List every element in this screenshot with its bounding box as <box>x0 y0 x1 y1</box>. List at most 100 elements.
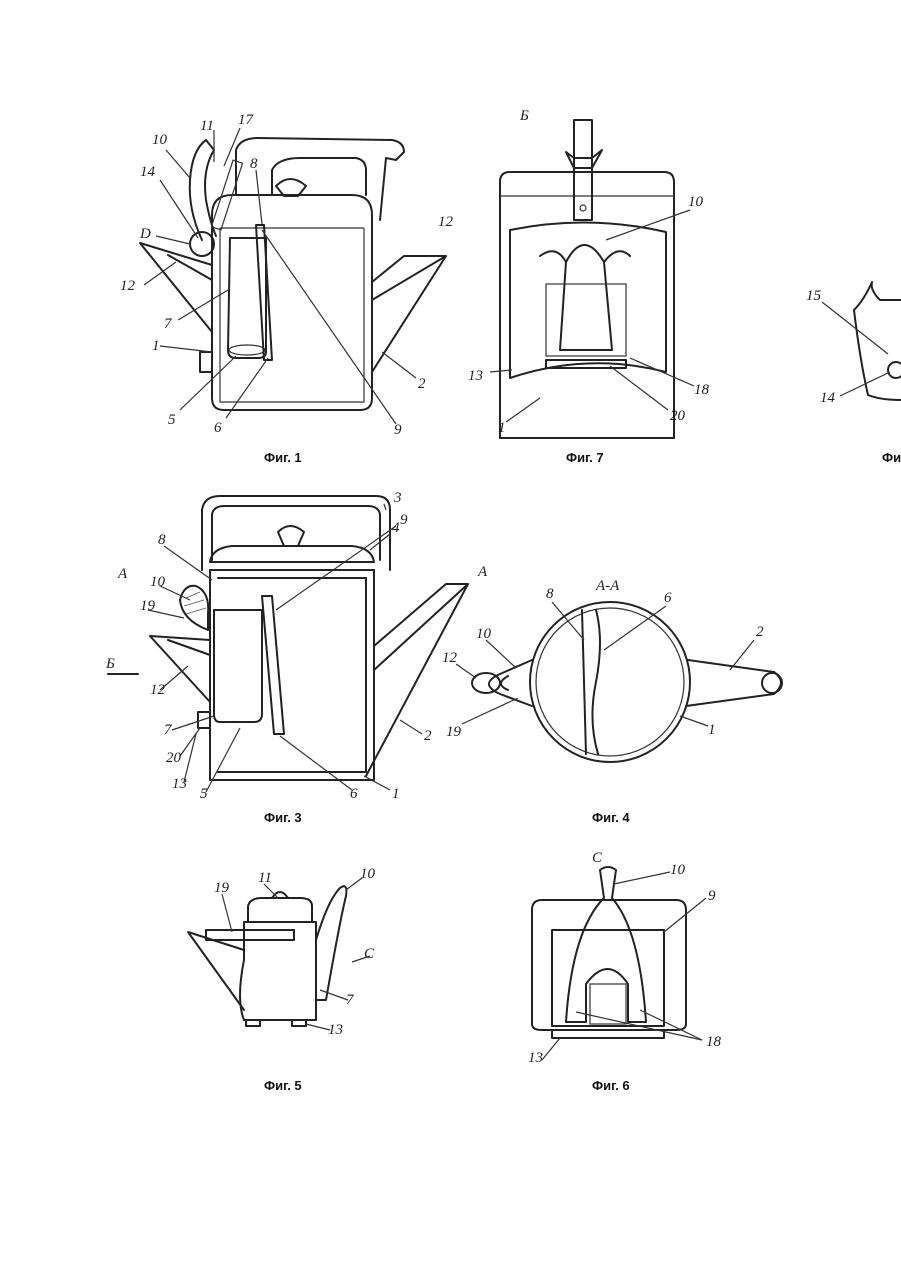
fig1-bottom-ledge <box>200 352 212 372</box>
fig6-base <box>552 1030 664 1038</box>
fig8-pin <box>888 362 901 378</box>
fig1-label-8: 8 <box>250 156 258 172</box>
fig7-label-13: 13 <box>468 368 483 384</box>
fig3-label-A-left: A <box>117 566 128 582</box>
fig3-label-13: 13 <box>172 776 187 792</box>
fig1-filter-plate <box>256 225 272 360</box>
fig5-label-7: 7 <box>346 992 355 1008</box>
fig5-bar <box>206 930 294 940</box>
fig1-inner-wall <box>220 228 364 402</box>
fig3-lid-knob <box>278 526 304 546</box>
fig3-label-A-right: A <box>477 564 488 580</box>
fig4-body-circle <box>530 602 690 762</box>
fig3-base <box>198 712 210 728</box>
fig6-label-9: 9 <box>708 888 716 904</box>
figure-4: A-A 8 6 2 10 12 19 1 Фиг. 4 <box>442 578 782 825</box>
fig3-latch-hatch <box>184 592 206 614</box>
fig4-handle-loop <box>472 673 500 693</box>
fig7-holder <box>540 245 630 350</box>
fig3-caption: Фиг. 3 <box>264 810 302 825</box>
fig4-leader-lines <box>456 602 754 726</box>
fig5-label-13: 13 <box>328 1022 343 1038</box>
fig3-label-12: 12 <box>150 682 166 698</box>
fig5-body <box>240 922 316 1020</box>
fig1-label-12: 12 <box>120 278 136 294</box>
fig6-caption: Фиг. 6 <box>592 1078 630 1093</box>
fig7-view-letter: Б <box>519 108 529 124</box>
fig1-label-2: 2 <box>418 376 426 392</box>
fig1-label-11: 11 <box>200 118 214 134</box>
fig3-label-9: 9 <box>400 512 408 528</box>
fig5-foot-left <box>246 1020 260 1026</box>
fig3-spout <box>366 584 468 776</box>
fig3-label-2: 2 <box>424 728 432 744</box>
fig3-label-3: 3 <box>393 490 402 506</box>
fig5-foot-right <box>292 1020 306 1026</box>
fig3-latch <box>180 586 208 630</box>
fig3-label-8: 8 <box>158 532 166 548</box>
fig1-label-17: 17 <box>238 112 255 128</box>
fig5-spout <box>188 932 244 1010</box>
fig3-label-10: 10 <box>150 574 166 590</box>
fig3-body <box>210 570 374 780</box>
fig7-label-10: 10 <box>688 194 704 210</box>
fig1-label-6: 6 <box>214 420 222 436</box>
fig7-caption: Фиг. 7 <box>566 450 604 465</box>
fig1-leader-lines <box>144 128 416 424</box>
fig4-caption: Фиг. 4 <box>592 810 630 825</box>
fig4-section-title: A-A <box>595 578 620 594</box>
fig8-part <box>854 282 901 400</box>
fig4-spout-tip <box>762 673 782 693</box>
fig1-lid-knob <box>276 179 306 196</box>
fig7-label-1: 1 <box>498 420 506 436</box>
figure-1: 10 11 17 14 8 D 12 7 1 5 6 9 2 12 Фиг. 1 <box>120 112 454 465</box>
fig1-label-12-right: 12 <box>438 214 454 230</box>
fig6-holder <box>566 867 646 1022</box>
fig3-handle <box>202 496 390 570</box>
fig7-leader-lines <box>490 210 694 422</box>
figure-3: 3 4 8 9 10 19 Б 12 7 20 13 5 6 1 2 A A Ф… <box>105 490 488 825</box>
fig3-label-4: 4 <box>392 520 400 536</box>
fig4-label-6: 6 <box>664 590 672 606</box>
fig3-label-19: 19 <box>140 598 156 614</box>
fig1-spout <box>372 256 446 372</box>
fig8-label-15: 15 <box>806 288 822 304</box>
fig1-label-7: 7 <box>164 316 173 332</box>
fig1-infuser-bottom <box>229 345 265 355</box>
fig6-slot <box>590 984 626 1024</box>
fig5-label-C: C <box>364 946 375 962</box>
fig4-label-19: 19 <box>446 724 462 740</box>
fig4-filter-plates <box>582 610 600 754</box>
fig7-holder-frame <box>546 284 626 356</box>
fig6-label-18: 18 <box>706 1034 722 1050</box>
fig4-label-1: 1 <box>708 722 716 738</box>
fig4-label-10: 10 <box>476 626 492 642</box>
fig4-handle <box>489 660 532 706</box>
fig7-lever-hole <box>580 205 586 211</box>
fig6-label-10: 10 <box>670 862 686 878</box>
fig6-frame <box>552 930 664 1026</box>
fig8-label-14: 14 <box>820 390 836 406</box>
fig3-lid <box>210 546 374 562</box>
fig4-spout <box>686 660 781 706</box>
fig3-label-1: 1 <box>392 786 400 802</box>
fig1-label-D: D <box>139 226 151 242</box>
fig1-caption: Фиг. 1 <box>264 450 302 465</box>
fig1-label-9: 9 <box>394 422 402 438</box>
fig1-label-1: 1 <box>152 338 160 354</box>
fig5-caption: Фиг. 5 <box>264 1078 302 1093</box>
fig3-label-5: 5 <box>200 786 208 802</box>
fig7-body <box>500 172 674 438</box>
fig3-label-7: 7 <box>164 722 173 738</box>
fig4-label-2: 2 <box>756 624 764 640</box>
fig7-label-18: 18 <box>694 382 710 398</box>
fig5-label-19: 19 <box>214 880 230 896</box>
fig7-label-20: 20 <box>670 408 686 424</box>
fig4-inner-circle <box>536 608 684 756</box>
fig1-label-5: 5 <box>168 412 176 428</box>
fig3-label-B: Б <box>105 656 115 672</box>
fig8-caption: Фи <box>882 450 901 465</box>
fig8-leader-lines <box>822 302 890 396</box>
fig6-view-letter: C <box>592 850 603 866</box>
